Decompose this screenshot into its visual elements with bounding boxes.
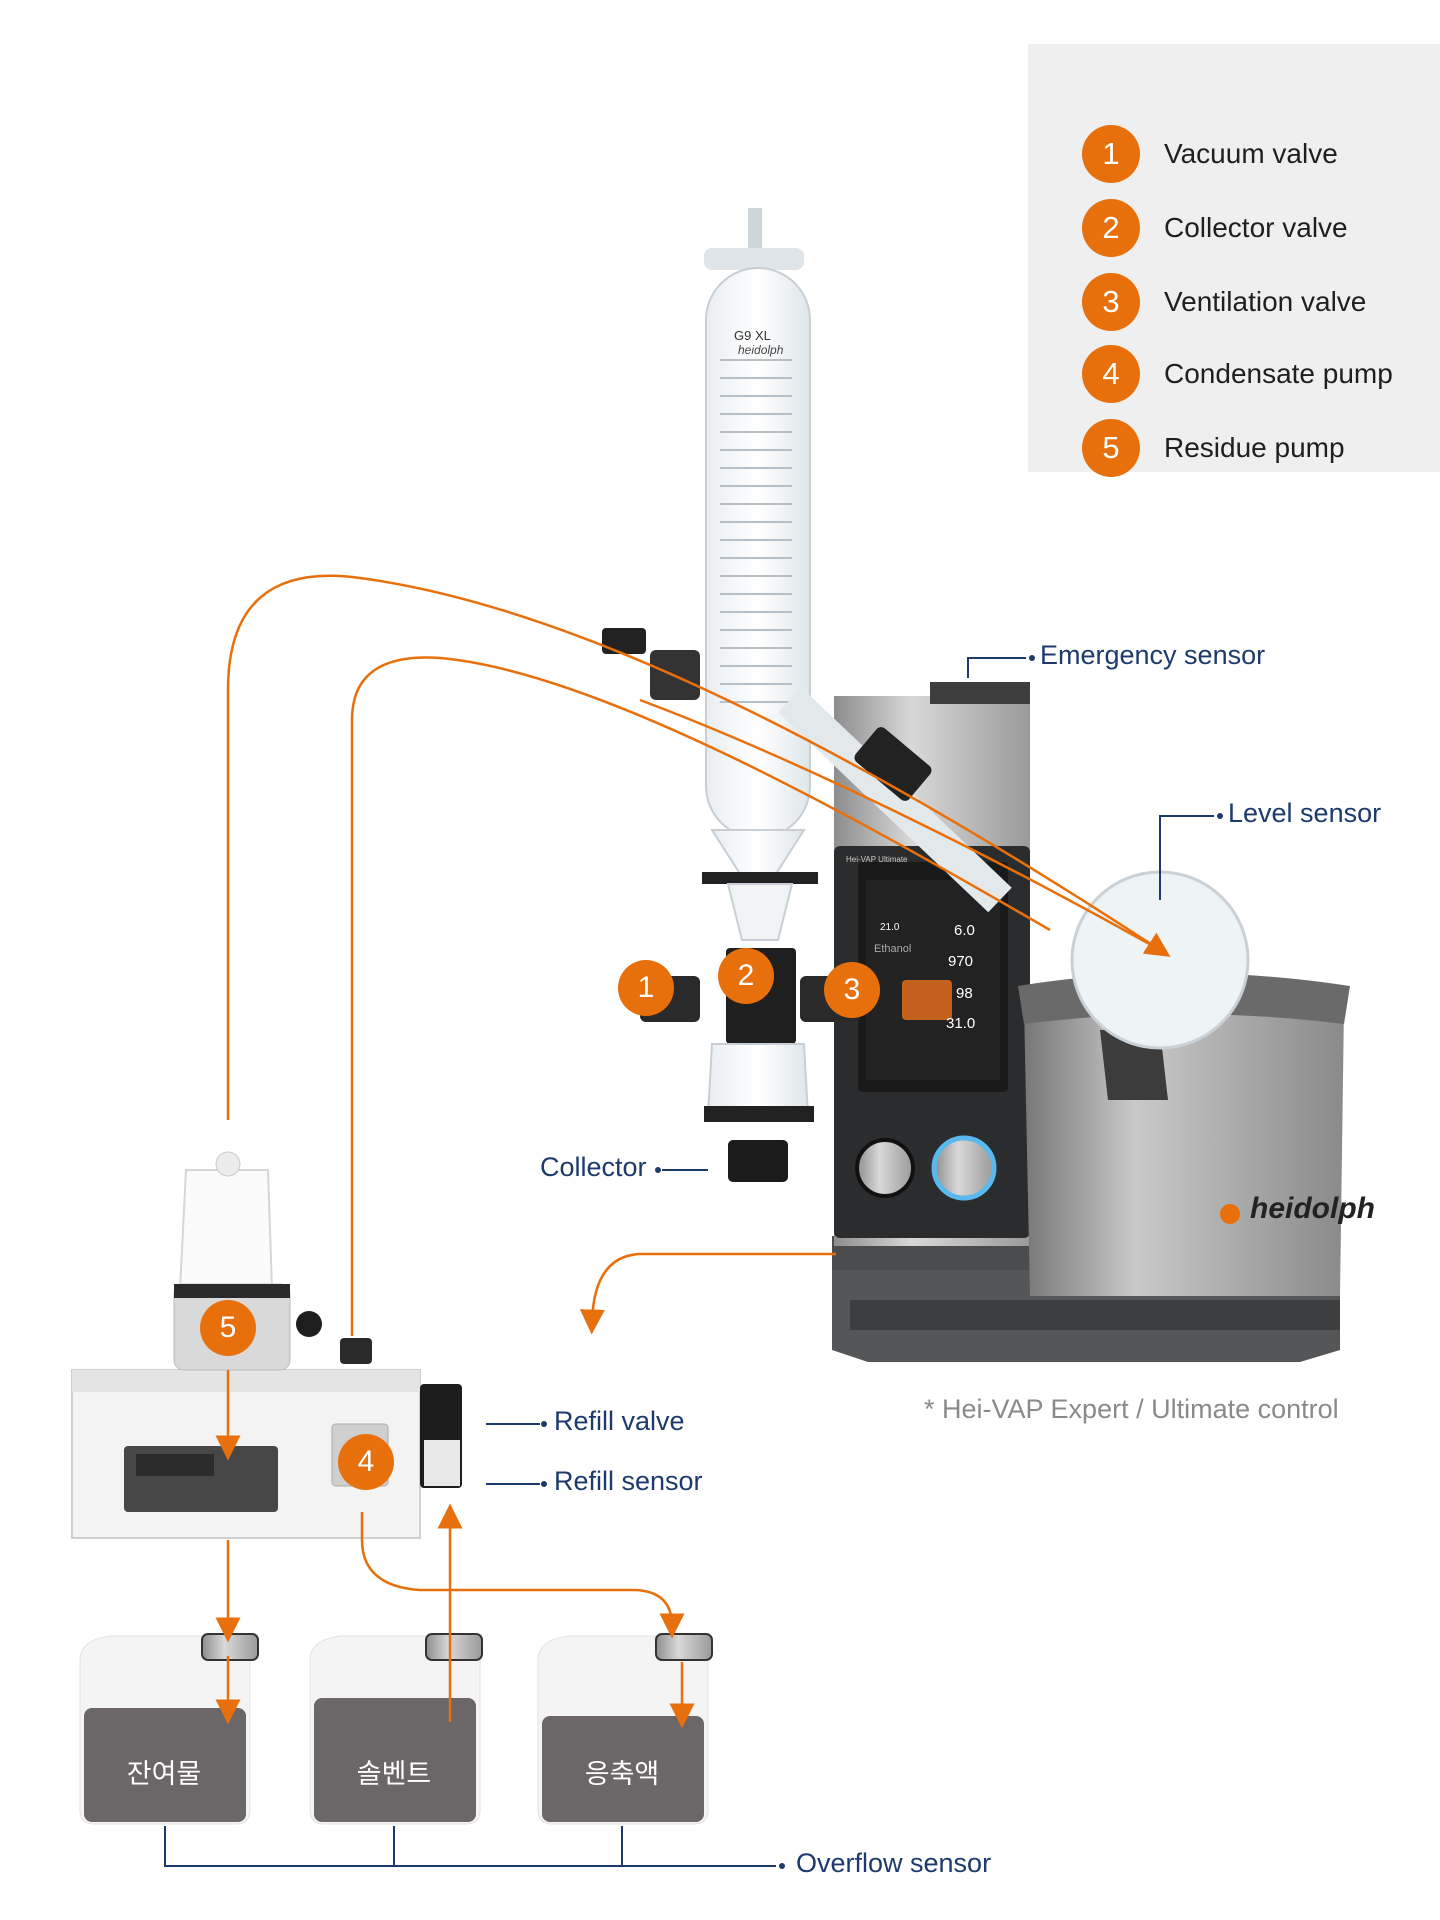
emergency-sensor-label: Emergency sensor [1040,640,1266,670]
screen-value-1: 21.0 [880,922,900,933]
flow-lines [215,574,1171,1729]
overflow-sensor-label: Overflow sensor [796,1848,992,1878]
level-sensor-label: Level sensor [1228,798,1382,828]
evaporator-tower [834,682,1030,1246]
tank-solvent [309,1633,483,1825]
legend-label: Condensate pump [1164,358,1393,389]
badge-vacuum-valve: 1 [618,960,674,1016]
screen-value-5: 31.0 [946,1015,975,1032]
screen-solvent-text: Ethanol [874,943,911,955]
footnote: * Hei-VAP Expert / Ultimate control [924,1394,1339,1424]
refill-sensor-label: Refill sensor [554,1466,703,1496]
legend-item-collector-valve: 2 Collector valve [1082,198,1348,258]
tank-residue [79,1633,259,1825]
flow-line-base-drain [579,1252,836,1335]
tank-label-condensate: 응축액 [584,1759,660,1789]
flow-line-residue-return [639,698,1161,952]
legend-item-condensate-pump: 4 Condensate pump [1082,344,1393,404]
tank-label-residue: 잔여물 [126,1759,202,1789]
glass-condenser [602,208,1250,1050]
screen-title-text: Hei-VAP Ultimate [846,855,908,864]
refill-valve-label: Refill valve [554,1406,685,1436]
condenser-brand-text: heidolph [738,343,784,357]
legend-panel: 1 Vacuum valve 2 Collector valve 3 Venti… [1028,44,1440,477]
legend-label: Residue pump [1164,432,1345,463]
brand-logo-icon [1220,1204,1240,1224]
badge-condensate-pump: 4 [338,1434,394,1490]
legend-label: Ventilation valve [1164,286,1367,317]
legend-label: Collector valve [1164,212,1348,243]
legend-label: Vacuum valve [1164,138,1338,169]
badge-ventilation-valve: 3 [824,962,880,1018]
refill-pump-module [71,1151,462,1539]
condenser-model-text: G9 XL [734,328,771,343]
leader-level [1159,815,1214,900]
legend-item-residue-pump: 5 Residue pump [1082,418,1345,478]
legend-number-badge: 2 [1082,199,1140,257]
screen-value-2: 6.0 [954,922,975,939]
leader-emergency [967,657,1026,678]
legend-number-badge: 4 [1082,345,1140,403]
badge-residue-pump: 5 [200,1300,256,1356]
flow-line-to-condensate [360,1512,685,1639]
screen-value-3: 970 [948,953,973,970]
tank-condensate [537,1633,713,1825]
screen-value-4: 98 [956,985,973,1002]
collector-label: Collector [540,1152,647,1182]
callout-lines [486,657,1214,1485]
collector-assembly [640,872,860,1182]
legend-item-vacuum-valve: 1 Vacuum valve [1082,124,1338,184]
overflow-wiring [164,1826,776,1867]
legend-item-ventilation-valve: 3 Ventilation valve [1082,272,1366,332]
flow-line-to-module [350,656,1051,1336]
bath-brand-text: heidolph [1250,1192,1375,1225]
flow-line-to-pump5 [226,574,1171,1120]
legend-number-badge: 3 [1082,273,1140,331]
tank-label-solvent: 솔벤트 [356,1759,432,1789]
badge-collector-valve: 2 [718,948,774,1004]
legend-number-badge: 1 [1082,125,1140,183]
legend-number-badge: 5 [1082,419,1140,477]
